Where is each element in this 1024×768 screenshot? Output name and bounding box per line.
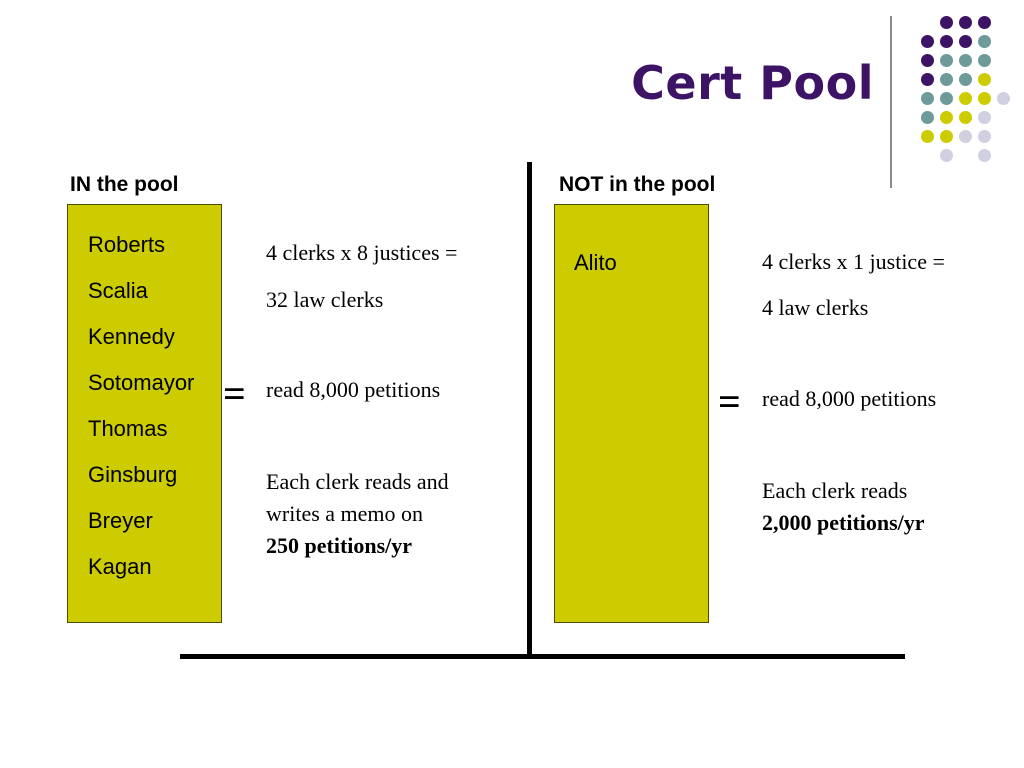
not-in-pool-justice-list: Alito: [574, 250, 617, 296]
not-in-pool-calc: 4 clerks x 1 justice = 4 law clerks: [762, 246, 1017, 324]
in-pool-heading: IN the pool: [70, 173, 179, 196]
decorative-dot: [978, 149, 991, 162]
in-pool-justice-list: Roberts Scalia Kennedy Sotomayor Thomas …: [88, 232, 194, 600]
decorative-dot: [978, 111, 991, 124]
decorative-dot: [940, 130, 953, 143]
list-item: Thomas: [88, 416, 168, 441]
decorative-dot: [959, 111, 972, 124]
decorative-dot: [940, 73, 953, 86]
decorative-dot: [978, 54, 991, 67]
in-pool-box: [67, 204, 222, 623]
decorative-dot: [978, 16, 991, 29]
list-item: Kagan: [88, 554, 152, 579]
decorative-dot: [940, 35, 953, 48]
decorative-dot: [921, 130, 934, 143]
in-pool-equals-sign: =: [223, 371, 246, 416]
list-item: Breyer: [88, 508, 153, 533]
in-pool-each: Each clerk reads and writes a memo on 25…: [266, 466, 521, 562]
list-item: Alito: [574, 250, 617, 275]
not-in-pool-box: [554, 204, 709, 623]
decorative-dot: [997, 92, 1010, 105]
page-title: Cert Pool: [631, 56, 874, 110]
in-pool-read: read 8,000 petitions: [266, 377, 441, 402]
not-in-pool-read: read 8,000 petitions: [762, 386, 937, 411]
decorative-dot: [978, 92, 991, 105]
decorative-dot: [959, 16, 972, 29]
not-in-pool-each-bold: 2,000 petitions/yr: [762, 510, 925, 535]
list-item: Ginsburg: [88, 462, 178, 487]
in-pool-each-bold: 250 petitions/yr: [266, 533, 413, 558]
decorative-dot: [978, 130, 991, 143]
decorative-dot: [978, 73, 991, 86]
list-item: Kennedy: [88, 324, 175, 349]
decorative-dot: [959, 35, 972, 48]
decorative-dot: [940, 16, 953, 29]
decorative-dot: [921, 111, 934, 124]
not-in-pool-heading: NOT in the pool: [559, 173, 716, 196]
decorative-dot: [959, 130, 972, 143]
decorative-dot: [940, 149, 953, 162]
title-divider: [890, 16, 892, 188]
decorative-dot: [959, 54, 972, 67]
not-in-pool-calc-line1: 4 clerks x 1 justice =: [762, 249, 945, 274]
not-in-pool-equals-sign: =: [718, 379, 741, 424]
in-pool-each-line2: writes a memo on: [266, 501, 424, 526]
decorative-dot: [940, 111, 953, 124]
in-pool-calc: 4 clerks x 8 justices = 32 law clerks: [266, 237, 521, 316]
vertical-divider: [527, 162, 532, 657]
in-pool-each-line1: Each clerk reads and: [266, 469, 449, 494]
list-item: Scalia: [88, 278, 148, 303]
not-in-pool-calc-line2: 4 law clerks: [762, 295, 869, 320]
in-pool-calc-line2: 32 law clerks: [266, 287, 384, 312]
decorative-dot: [959, 73, 972, 86]
list-item: Roberts: [88, 232, 166, 257]
list-item: Sotomayor: [88, 370, 195, 395]
not-in-pool-each: Each clerk reads 2,000 petitions/yr: [762, 475, 1017, 539]
decorative-dot: [959, 92, 972, 105]
decorative-dot: [921, 35, 934, 48]
decorative-dot: [940, 54, 953, 67]
decorative-dot: [978, 35, 991, 48]
decorative-dot: [940, 92, 953, 105]
decorative-dot: [921, 92, 934, 105]
decorative-dot: [921, 73, 934, 86]
not-in-pool-each-line1: Each clerk reads: [762, 478, 908, 503]
horizontal-divider: [180, 654, 905, 659]
decorative-dot: [921, 54, 934, 67]
in-pool-calc-line1: 4 clerks x 8 justices =: [266, 240, 458, 265]
